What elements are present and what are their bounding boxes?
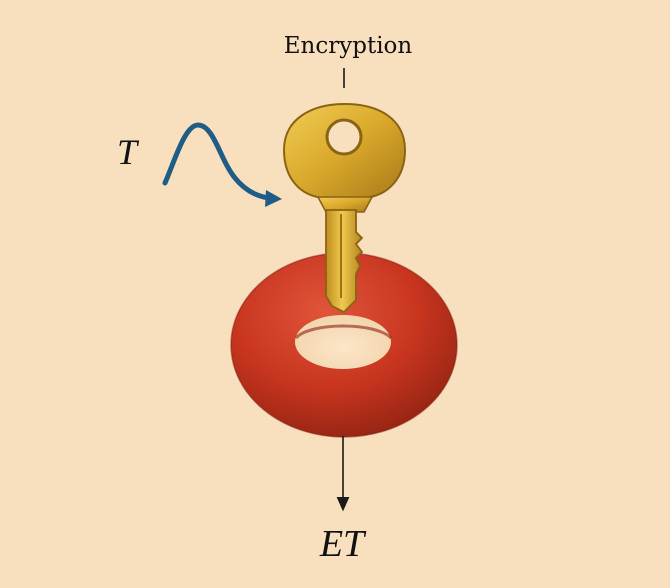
wave-arrow-icon [162,122,282,207]
key-icon [282,102,407,314]
torus-ring-icon [230,252,458,438]
input-label-t: T [117,132,140,172]
output-label-et: ET [319,523,367,565]
encryption-label: Encryption [284,33,413,59]
